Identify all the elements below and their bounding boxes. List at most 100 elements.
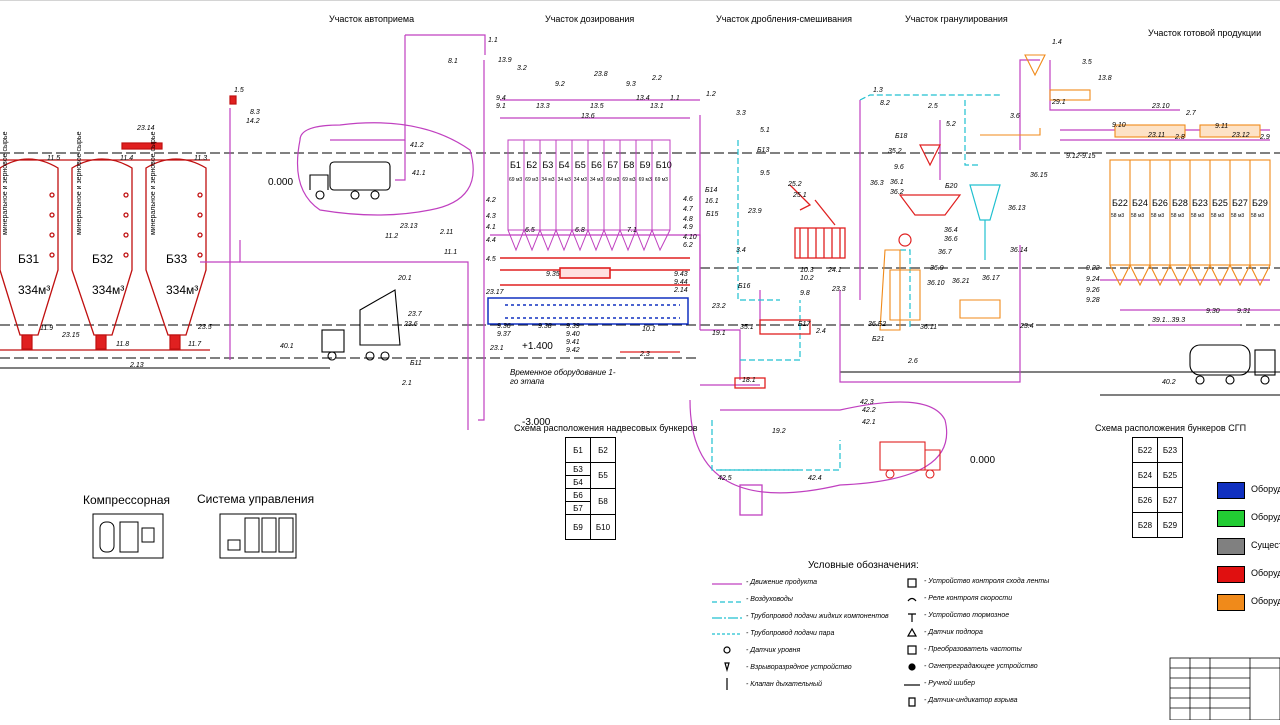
- equipment-tag: 23.1: [489, 345, 504, 352]
- finished-bin-label: Б24: [1132, 198, 1148, 208]
- silo-content-label: минеральное и зерновое сырье: [2, 131, 9, 235]
- equipment-tag: 9.6: [894, 164, 904, 171]
- equipment-tag: 23.2: [711, 303, 726, 310]
- finished-bin-label: Б23: [1192, 198, 1208, 208]
- equipment-tag: 25.2: [787, 181, 802, 188]
- silo-volume: 334м³: [92, 283, 125, 297]
- silo-id: Б31: [18, 252, 40, 266]
- section-crushing: Участок дробления-смешивания: [716, 14, 853, 24]
- equipment-tag: 2.9: [1259, 134, 1270, 141]
- equipment-tag: 40.1: [280, 343, 294, 350]
- equipment-tag: 7.1: [627, 227, 637, 234]
- equipment-tag: 4.9: [683, 224, 693, 231]
- equipment-tag: 11.4: [120, 155, 133, 162]
- bin-cell: Б10: [590, 514, 616, 540]
- equipment-tag: 1.4: [1052, 39, 1062, 46]
- equipment-tag: 4.8: [683, 216, 693, 223]
- bin-cell: Б2: [590, 437, 616, 463]
- equipment-tag: 23.13: [399, 223, 418, 230]
- equipment-tag: 23.17: [485, 289, 505, 296]
- silo-volume: 334м³: [166, 283, 199, 297]
- dosing-bin-label: Б1: [510, 160, 521, 170]
- equipment-tag: 9.24: [1086, 276, 1100, 283]
- equipment-tag: 5.1: [760, 127, 770, 134]
- color-swatch: [1217, 510, 1245, 527]
- product-flow-lines: [200, 34, 1280, 494]
- finished-bin-label: Б26: [1152, 198, 1168, 208]
- legend-item: - Датчик-индикатор взрыва: [924, 697, 1018, 704]
- equipment-tag: 1.1: [670, 95, 680, 102]
- equipment-tag: 9.39: [566, 323, 580, 330]
- equipment-tag: 23.10: [1151, 103, 1170, 110]
- control-system-title: Система управления: [197, 492, 315, 506]
- equipment-tag: 9.42: [566, 347, 580, 354]
- equipment-tag: 36.21: [952, 278, 970, 285]
- bin-cell: Б27: [1157, 487, 1183, 513]
- equipment-tag: 10.3: [800, 267, 814, 274]
- equipment-tag: 4.10: [683, 234, 697, 241]
- legend-item: - Воздуховоды: [746, 596, 793, 603]
- legend-item: - Ручной шибер: [924, 680, 976, 687]
- equipment-tag: 9.2: [555, 81, 565, 88]
- legend-item: - Устройство тормозное: [924, 612, 1010, 619]
- equipment-tag: 19.2: [772, 428, 786, 435]
- equipment-tag: 36.17: [982, 275, 1001, 282]
- equipment-tag: 35.1: [740, 324, 754, 331]
- compressor-title: Компрессорная: [83, 493, 171, 507]
- equipment-tag: 6.5: [525, 227, 535, 234]
- dosing-bin-volume: 69 м3: [606, 177, 620, 183]
- equipment-tags: 1.113.98.13.29.223.82.29.31.58.314.223.1…: [40, 37, 1270, 482]
- legend-item: - Трубопровод подачи жидких компонентов: [746, 613, 889, 620]
- legend-item: - Преобразователь частоты: [924, 646, 1022, 653]
- equipment-tag: 42.2: [862, 407, 876, 414]
- equipment-tag: 39.1...39.3: [1152, 317, 1185, 324]
- equipment-tag: 9.4: [496, 95, 506, 102]
- equipment-tag: 36.2: [890, 189, 904, 196]
- equipment-tag: Б16: [738, 283, 750, 290]
- equipment-tag: 9.35: [546, 271, 560, 278]
- equipment-tag: 1.5: [234, 87, 244, 94]
- equipment-tag: 11.2: [385, 233, 398, 240]
- equipment-tag: 36.6: [944, 236, 958, 243]
- color-swatch-label: Оборуд: [1251, 568, 1280, 578]
- equipment-tag: 13.5: [590, 103, 604, 110]
- equipment-tag: 4.7: [683, 206, 694, 213]
- bin-cell: Б23: [1157, 437, 1183, 463]
- finished-bin-label: Б27: [1232, 198, 1248, 208]
- dosing-bin-label: Б2: [526, 160, 538, 170]
- color-swatch-label: Оборуд: [1251, 484, 1280, 494]
- color-swatch-label: Оборуд: [1251, 596, 1280, 606]
- equipment-tag: 8.3: [250, 109, 260, 116]
- legend-item: - Клапан дыхательный: [746, 681, 823, 688]
- equipment-tag: 40.2: [1162, 379, 1176, 386]
- silo-volume: 334м³: [18, 283, 51, 297]
- equipment-tag: 13.3: [536, 103, 550, 110]
- equipment-tag: 36.9: [930, 265, 944, 272]
- equipment-tag: 13.4: [636, 95, 650, 102]
- dosing-bin-label: Б6: [591, 160, 602, 170]
- equipment-tag: 9.3: [626, 81, 636, 88]
- bin-cell: Б8: [590, 488, 616, 515]
- bin-cell: Б1: [565, 437, 591, 463]
- equipment-tag: 23.6: [403, 321, 418, 328]
- equipment-tag: 13.9: [498, 57, 512, 64]
- equipment-tag: 4.5: [486, 256, 496, 263]
- equipment-tag: 9.36: [497, 323, 511, 330]
- equipment-tag: 2.4: [815, 328, 826, 335]
- finished-bin-volume: 58 м3: [1151, 213, 1165, 219]
- equipment-tag: 4.4: [486, 237, 496, 244]
- equipment-tag: 8.1: [448, 58, 458, 65]
- scheme-sgp-title: Схема расположения бункеров СГП: [1095, 423, 1247, 433]
- equipment-tag: 42.1: [862, 419, 876, 426]
- equipment-tag: 9.5: [760, 170, 770, 177]
- dosing-bin-volume: 69 м3: [638, 177, 652, 183]
- legend-item: - Трубопровод подачи пара: [746, 630, 835, 637]
- level-plus: +1.400: [522, 341, 553, 352]
- scheme-above-scale-title: Схема расположения надвесовых бункеров: [514, 423, 698, 433]
- bin-cell: Б26: [1132, 487, 1158, 513]
- dosing-bin-volume: 34 м3: [590, 177, 604, 183]
- legend-item: - Датчик уровня: [746, 647, 801, 654]
- dosing-bin-label: Б7: [607, 160, 619, 170]
